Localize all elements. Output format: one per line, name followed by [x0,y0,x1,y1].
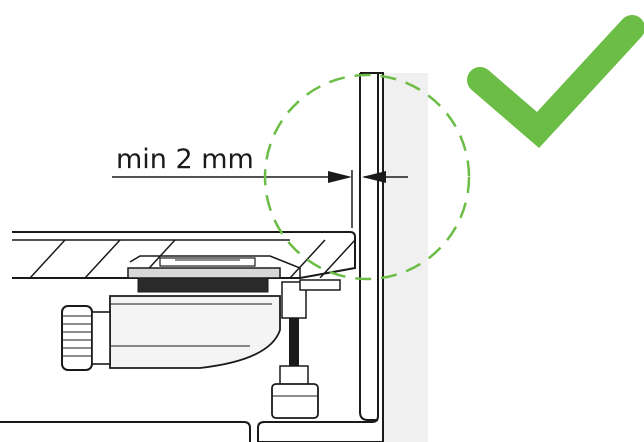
shower-tray [12,231,356,279]
adjustable-foot [271,279,341,419]
wall-inner [359,73,378,421]
arrow-right-icon [328,171,352,183]
wall-profile [257,72,384,442]
dimension-indicator [112,170,408,228]
floor-slab [0,421,251,442]
detail-callout-circle [263,73,471,281]
arrow-left-icon [362,171,386,183]
checkmark-icon [467,15,644,149]
drain-assembly [61,267,281,371]
dimension-label: min 2 mm [116,144,254,175]
wall-face [383,73,428,442]
